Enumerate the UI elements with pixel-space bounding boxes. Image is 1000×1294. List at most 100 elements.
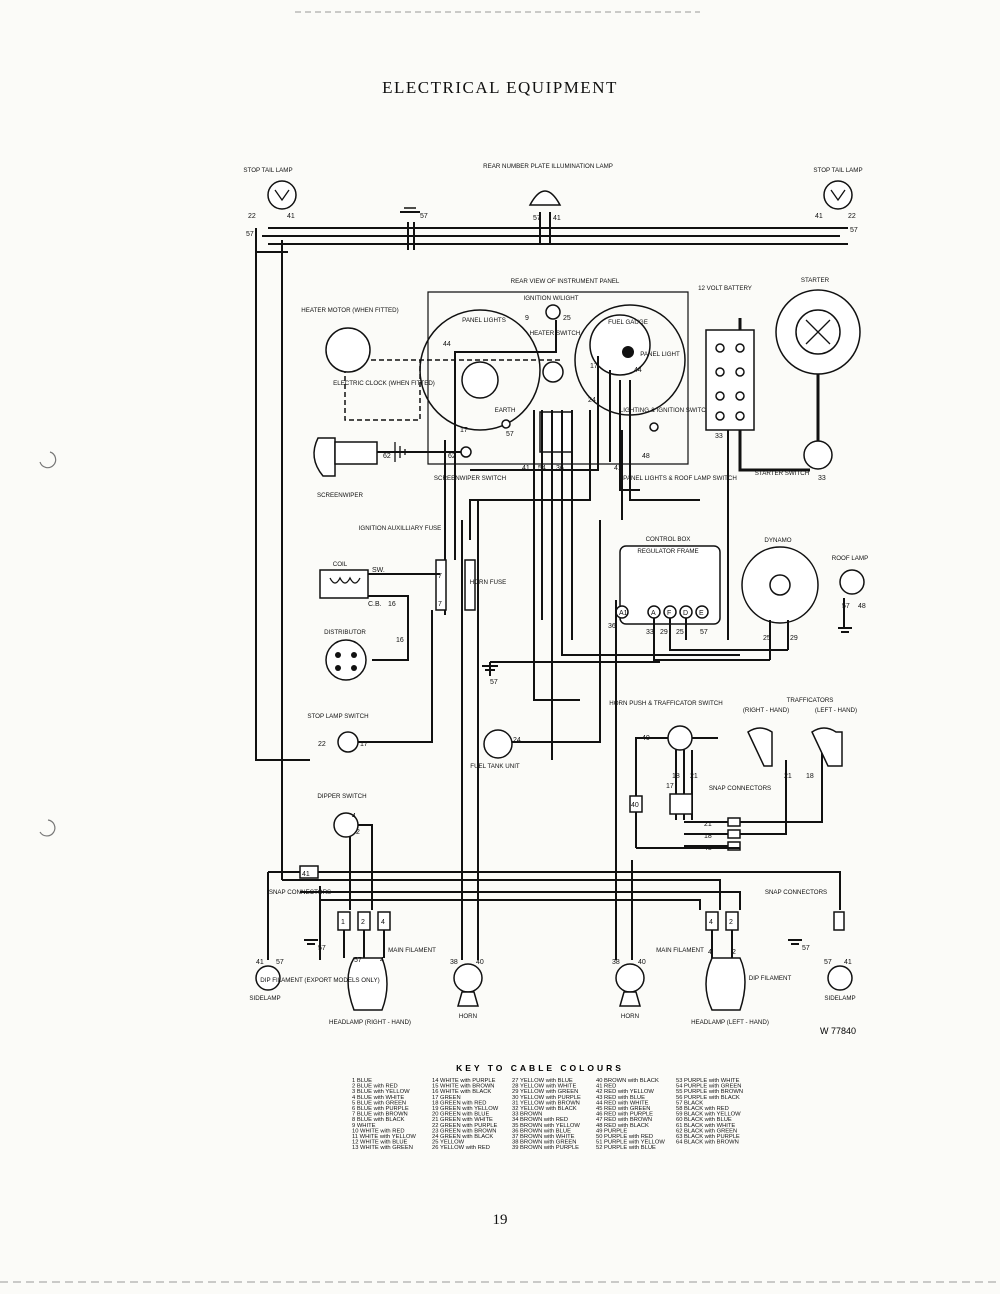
cable-key-entry: 31 YELLOW with BROWN (512, 1100, 580, 1106)
cable-key-entry: 18 GREEN with RED (432, 1100, 486, 1106)
svg-text:36: 36 (556, 465, 564, 472)
svg-text:4: 4 (709, 919, 713, 926)
cable-key-entry: 57 BLACK (676, 1100, 703, 1106)
stop-tail-lamp-left-label: STOP TAIL LAMP (243, 167, 292, 174)
starter-label: STARTER (801, 277, 830, 284)
cable-key-entry: 58 BLACK with RED (676, 1106, 729, 1112)
cb-e: E (699, 610, 704, 617)
dynamo-label: DYNAMO (764, 537, 791, 544)
svg-text:4: 4 (708, 949, 712, 956)
svg-text:33: 33 (646, 629, 654, 636)
cable-key-entry: 13 WHITE with GREEN (352, 1145, 413, 1151)
svg-text:7: 7 (438, 573, 442, 580)
rear-view-panel-label: REAR VIEW OF INSTRUMENT PANEL (511, 278, 620, 285)
body-earth: 57 (482, 661, 660, 686)
snap-connectors-right: SNAP CONNECTORS 4 2 (705, 889, 845, 931)
svg-text:62: 62 (448, 453, 456, 460)
cable-key-entry: 11 WHITE with YELLOW (352, 1134, 416, 1140)
svg-text:40: 40 (476, 959, 484, 966)
main-filament-right-label: MAIN FILAMENT (656, 947, 704, 954)
svg-text:1: 1 (341, 919, 345, 926)
ignition-aux-fuse-label: IGNITION AUXILLIARY FUSE (359, 525, 442, 532)
snap-connectors-left: SNAP CONNECTORS 1 2 4 (269, 889, 391, 931)
cable-key-entry: 40 BROWN with BLACK (596, 1078, 659, 1084)
page-title: ELECTRICAL EQUIPMENT (382, 78, 618, 97)
starter: STARTER (775, 277, 861, 445)
headlamp-right-label: HEADLAMP (RIGHT - HAND) (329, 1019, 411, 1026)
svg-text:25: 25 (676, 629, 684, 636)
drawing-number: W 77840 (820, 1026, 856, 1036)
cable-key-entry: 63 BLACK with PURPLE (676, 1134, 740, 1140)
coil: COIL SW. C.B. 16 (319, 561, 440, 661)
cable-key-entry: 56 PURPLE with BLACK (676, 1095, 740, 1101)
panel-roof-switch: PANEL LIGHTS & ROOF LAMP SWITCH (623, 475, 737, 482)
electric-clock: ELECTRIC CLOCK (WHEN FITTED) (333, 380, 435, 387)
cable-key-entry: 46 RED with PURPLE (596, 1112, 653, 1118)
main-filament-left-label: MAIN FILAMENT (388, 947, 436, 954)
svg-text:2: 2 (356, 829, 360, 836)
svg-text:40: 40 (631, 802, 639, 809)
cb-a1: A1 (619, 610, 628, 617)
instrument-panel: REAR VIEW OF INSTRUMENT PANEL IGNITION W… (419, 278, 710, 472)
svg-text:2: 2 (729, 919, 733, 926)
svg-text:38: 38 (450, 959, 458, 966)
cable-key-entry: 45 RED with GREEN (596, 1106, 650, 1112)
svg-text:9: 9 (525, 315, 529, 322)
cable-key-entry: 7 BLUE with BROWN (352, 1112, 408, 1118)
svg-text:2: 2 (732, 949, 736, 956)
cable-key-entry: 26 YELLOW with RED (432, 1145, 490, 1151)
svg-text:22: 22 (318, 741, 326, 748)
cable-key-entry: 6 BLUE with PURPLE (352, 1106, 409, 1112)
cable-key-entry: 60 BLACK with BLUE (676, 1117, 732, 1123)
dipper-switch: DIPPER SWITCH 42 (317, 793, 373, 910)
coil-cb-terminal: C.B. (368, 601, 382, 608)
cable-key-entry: 10 WHITE with RED (352, 1128, 405, 1134)
front-earth-right (788, 939, 802, 945)
svg-text:4: 4 (380, 957, 384, 964)
cable-key-entry: 36 BROWN with BLUE (512, 1128, 571, 1134)
control-box-label: CONTROL BOX (646, 536, 691, 543)
cable-key-entry: 51 PURPLE with YELLOW (596, 1140, 665, 1146)
cable-key-entry: 33 BROWN (512, 1112, 542, 1118)
panel-roof-switch-label: PANEL LIGHTS & ROOF LAMP SWITCH (623, 475, 737, 482)
svg-text:57: 57 (506, 431, 514, 438)
cable-key-entry: 15 WHITE with BROWN (432, 1084, 494, 1090)
svg-text:4: 4 (381, 919, 385, 926)
cable-key-entry: 59 BLACK with YELLOW (676, 1112, 741, 1118)
horn-push-label: HORN PUSH & TRAFFICATOR SWITCH (609, 700, 722, 707)
horn-left-label: HORN (459, 1013, 477, 1020)
cable-key-entry: 61 BLACK with WHITE (676, 1123, 735, 1129)
svg-text:22: 22 (848, 213, 856, 220)
svg-text:17: 17 (666, 783, 674, 790)
cable-key-entry: 27 YELLOW with BLUE (512, 1078, 573, 1084)
cable-key-entry: 25 YELLOW (432, 1140, 465, 1146)
cable-key-entry: 44 RED with WHITE (596, 1100, 649, 1106)
svg-text:33: 33 (715, 433, 723, 440)
dipper-switch-label: DIPPER SWITCH (317, 793, 366, 800)
cable-key-entry: 3 BLUE with YELLOW (352, 1089, 410, 1095)
control-box: CONTROL BOX REGULATOR FRAME A1 A F D E 3… (608, 520, 788, 661)
cable-key-entry: 32 YELLOW with BLACK (512, 1106, 577, 1112)
cable-key-entry: 64 BLACK with BROWN (676, 1140, 739, 1146)
svg-text:57: 57 (420, 213, 428, 220)
cable-key-heading: KEY TO CABLE COLOURS (456, 1063, 624, 1073)
svg-text:57: 57 (850, 227, 858, 234)
lighting-ignition-switch-label: LIGHTING & IGNITION SWITCH (620, 407, 710, 414)
cable-key-entry: 48 RED with BLACK (596, 1123, 649, 1129)
svg-text:48: 48 (642, 453, 650, 460)
svg-text:24: 24 (513, 737, 521, 744)
svg-text:57: 57 (354, 957, 362, 964)
ignition-warning-label: IGNITION W/LIGHT (524, 295, 579, 302)
coil-label: COIL (333, 561, 348, 568)
cable-key-entry: 19 GREEN with YELLOW (432, 1106, 499, 1112)
cable-key-entry: 49 PURPLE (596, 1128, 627, 1134)
svg-text:44: 44 (443, 341, 451, 348)
cable-key-entry: 14 WHITE with PURPLE (432, 1078, 496, 1084)
